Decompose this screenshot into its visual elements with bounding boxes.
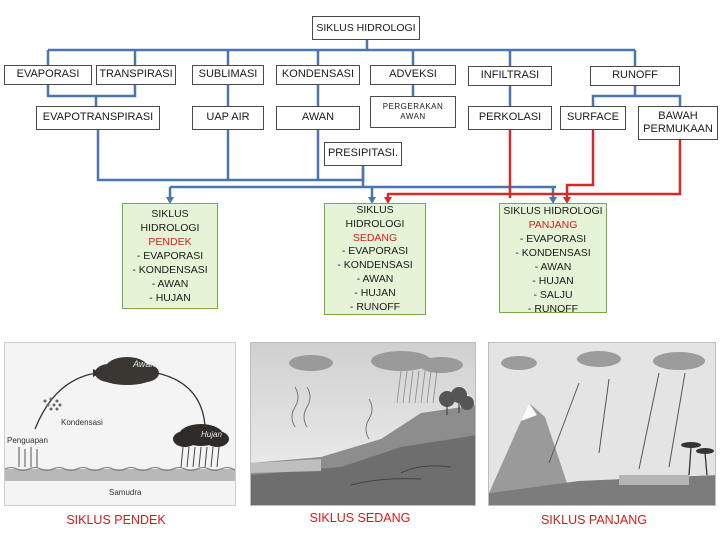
- cycle-panjang-step: - SALJU: [533, 289, 573, 301]
- cycle-sedang-step: - HUJAN: [354, 286, 396, 299]
- cycle-pendek-step: - KONDENSASI: [132, 264, 208, 276]
- cycle-pendek-title-1: SIKLUS: [151, 208, 189, 220]
- node-awan: AWAN: [276, 106, 360, 130]
- picture-siklus-pendek: Awan Kondensasi Penguapan Hujan: [4, 342, 236, 506]
- caption-siklus-sedang: SIKLUS SEDANG: [309, 511, 411, 525]
- node-perkolasi: PERKOLASI: [468, 106, 552, 130]
- cycle-panjang-step: - AWAN: [534, 261, 572, 273]
- cycle-panjang-step: - KONDENSASI: [515, 247, 591, 259]
- node-bawah-permukaan: BAWAH PERMUKAAN: [638, 106, 718, 140]
- picture-siklus-panjang: [488, 342, 716, 506]
- cycle-sedang-step: - KONDENSASI: [337, 259, 413, 272]
- long-cycle-illustration: [489, 343, 715, 505]
- label-kondensasi: Kondensasi: [61, 418, 103, 427]
- label-awan: Awan: [132, 359, 155, 369]
- node-sublimasi: SUBLIMASI: [192, 65, 264, 85]
- cycle-sedang-step: - AWAN: [356, 272, 394, 285]
- node-uap-air: UAP AIR: [192, 106, 264, 130]
- short-cycle-illustration: Awan Kondensasi Penguapan Hujan: [5, 357, 235, 497]
- cycle-sedang-title-1: SIKLUS: [356, 204, 394, 216]
- cycle-sedang-type: SEDANG: [352, 231, 398, 244]
- cycle-sedang-title-2: HIDROLOGI: [345, 217, 405, 230]
- picture-siklus-sedang: [250, 342, 476, 506]
- node-evaporasi: EVAPORASI: [4, 65, 92, 85]
- cycle-pendek-title-2: HIDROLOGI: [140, 222, 200, 234]
- cycle-panjang-step: - EVAPORASI: [519, 233, 587, 245]
- node-kondensasi: KONDENSASI: [276, 65, 360, 85]
- root-node: SIKLUS HIDROLOGI: [312, 16, 420, 40]
- cycle-pendek-type: PENDEK: [148, 236, 192, 248]
- node-runoff: RUNOFF: [590, 66, 680, 86]
- cycle-panjang-step: - RUNOFF: [527, 303, 579, 315]
- cycle-box-pendek: SIKLUS HIDROLOGI PENDEK - EVAPORASI - KO…: [122, 203, 218, 309]
- label-penguapan: Penguapan: [7, 436, 48, 445]
- node-presipitasi: PRESIPITASI.: [324, 142, 402, 166]
- cycle-panjang-step: - HUJAN: [532, 275, 574, 287]
- caption-siklus-panjang: SIKLUS PANJANG: [540, 513, 648, 527]
- cycle-pendek-step: - AWAN: [151, 278, 189, 290]
- cycle-sedang-step: - EVAPORASI: [341, 245, 409, 258]
- node-surface: SURFACE: [560, 106, 626, 130]
- node-pergerakan-awan: PERGERAKAN AWAN: [370, 96, 456, 128]
- cycle-panjang-type: PANJANG: [528, 219, 578, 231]
- node-evapotranspirasi: EVAPOTRANSPIRASI: [36, 106, 160, 130]
- label-hujan: Hujan: [201, 430, 222, 439]
- node-transpirasi: TRANSPIRASI: [96, 65, 176, 85]
- cycle-pendek-step: - EVAPORASI: [136, 250, 204, 262]
- node-infiltrasi: INFILTRASI: [468, 66, 552, 86]
- cycle-box-panjang: SIKLUS HIDROLOGI PANJANG - EVAPORASI - K…: [499, 203, 607, 315]
- node-adveksi: ADVEKSI: [370, 65, 456, 85]
- cycle-sedang-step: - RUNOFF: [349, 300, 401, 313]
- cycle-panjang-title: SIKLUS HIDROLOGI: [503, 205, 603, 217]
- caption-siklus-pendek: SIKLUS PENDEK: [66, 513, 166, 527]
- medium-cycle-illustration: [251, 343, 475, 505]
- cycle-pendek-step: - HUJAN: [149, 292, 191, 304]
- label-samudra: Samudra: [109, 488, 142, 497]
- cycle-box-sedang: SIKLUS HIDROLOGI SEDANG - EVAPORASI - KO…: [324, 203, 426, 315]
